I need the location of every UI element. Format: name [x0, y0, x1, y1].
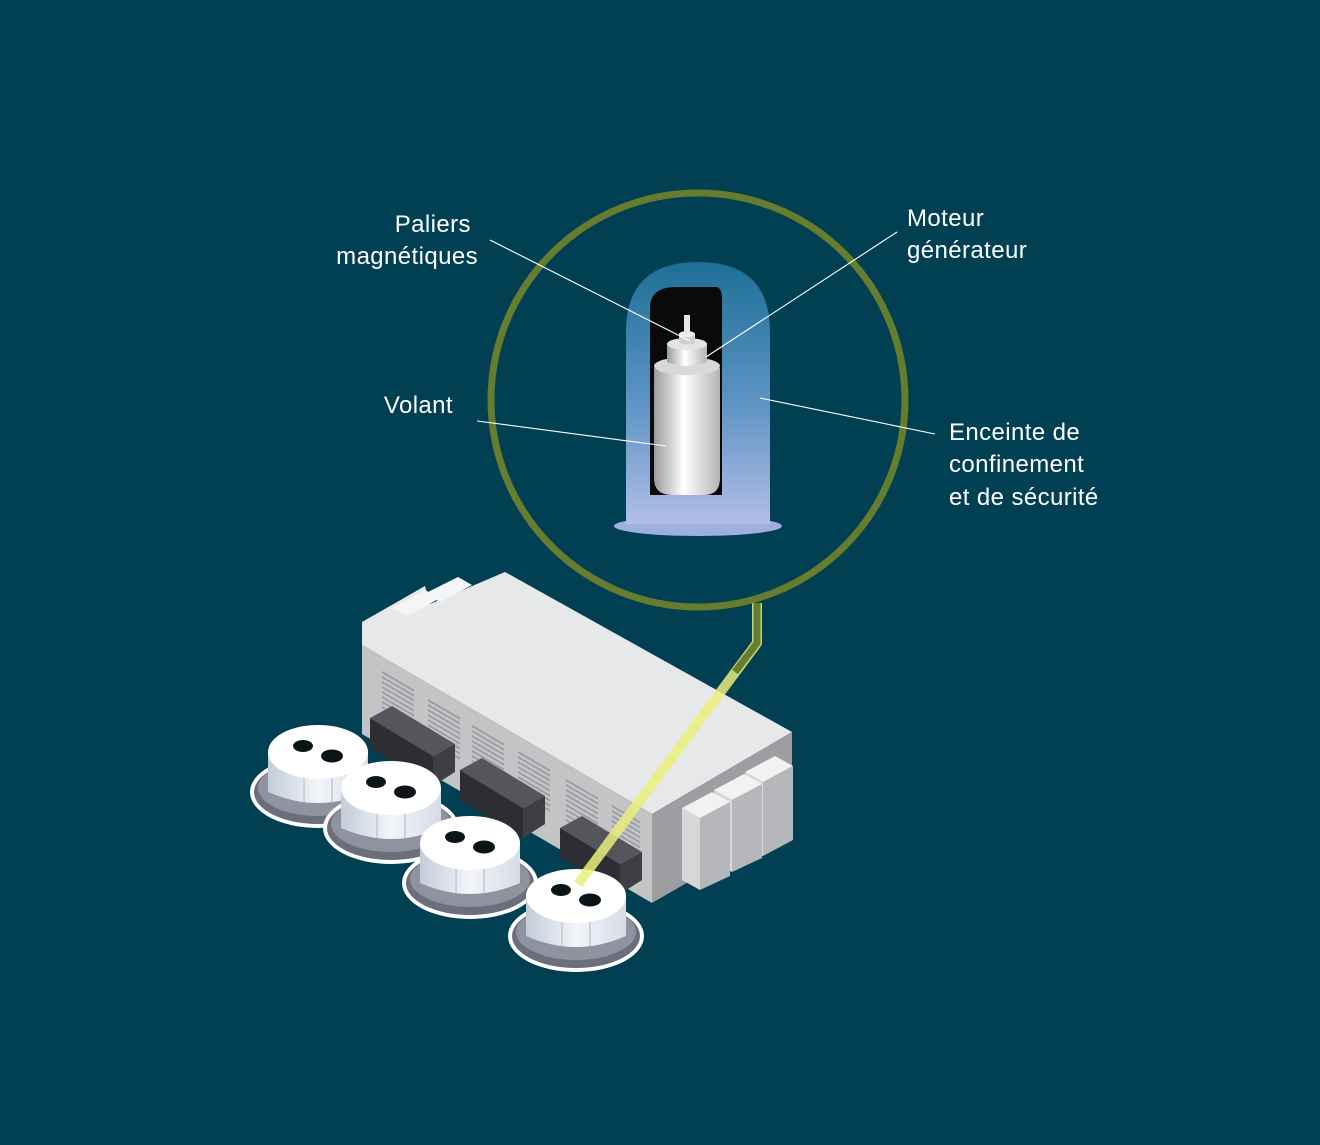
label-magnetic-bearings: Paliers magnétiques: [336, 211, 478, 270]
leader-lines: [476, 231, 936, 447]
containment-enclosure: [614, 262, 782, 536]
side-modules: [682, 756, 793, 890]
label-containment-enclosure: Enceinte de confinement et de sécurité: [949, 419, 1099, 511]
label-flywheel: Volant: [384, 392, 453, 419]
flywheel-rotor: [654, 368, 720, 495]
motor-generator: [667, 344, 707, 366]
label-motor-generator: Moteur générateur: [907, 205, 1027, 264]
zoom-circle: [487, 189, 909, 611]
